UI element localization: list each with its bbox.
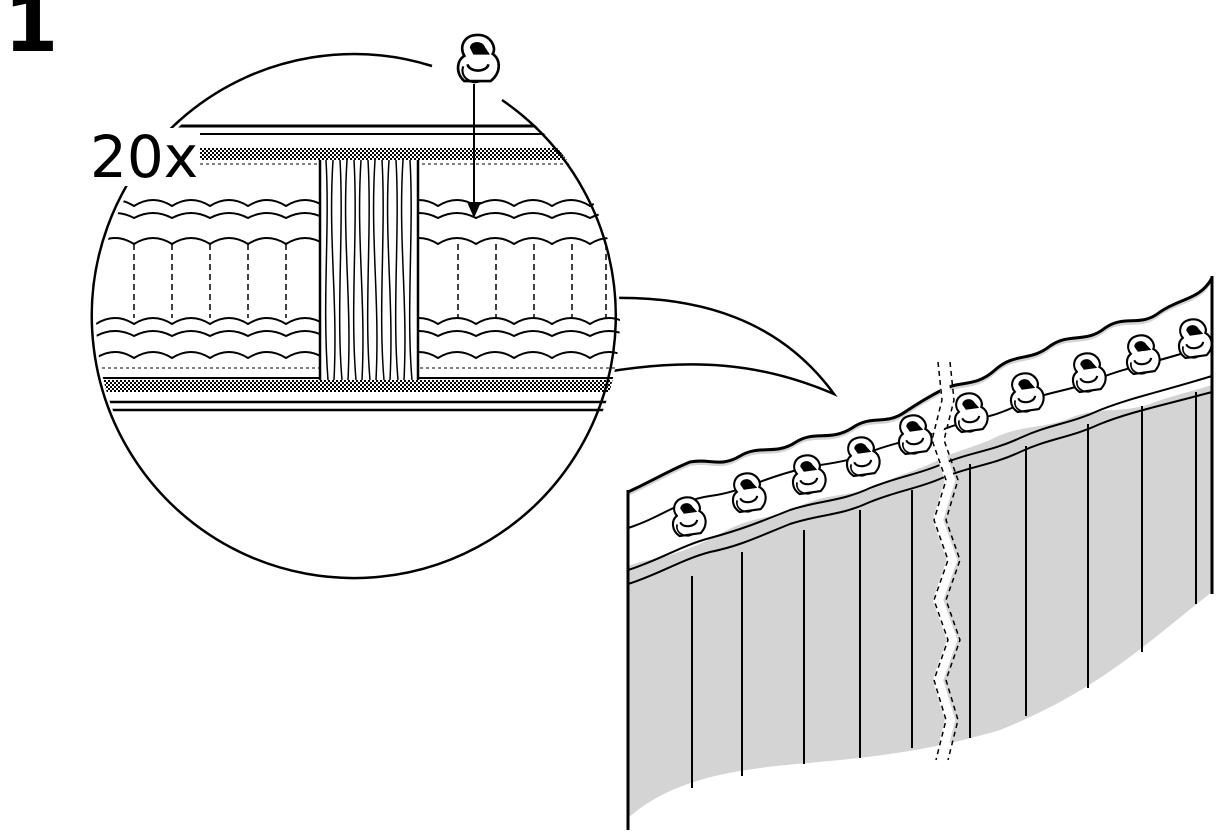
step-number: 1 [4,0,59,70]
curtain-hook-icon [456,33,501,84]
quantity-label: 20x [88,123,201,191]
curtain-panel [626,276,1215,830]
